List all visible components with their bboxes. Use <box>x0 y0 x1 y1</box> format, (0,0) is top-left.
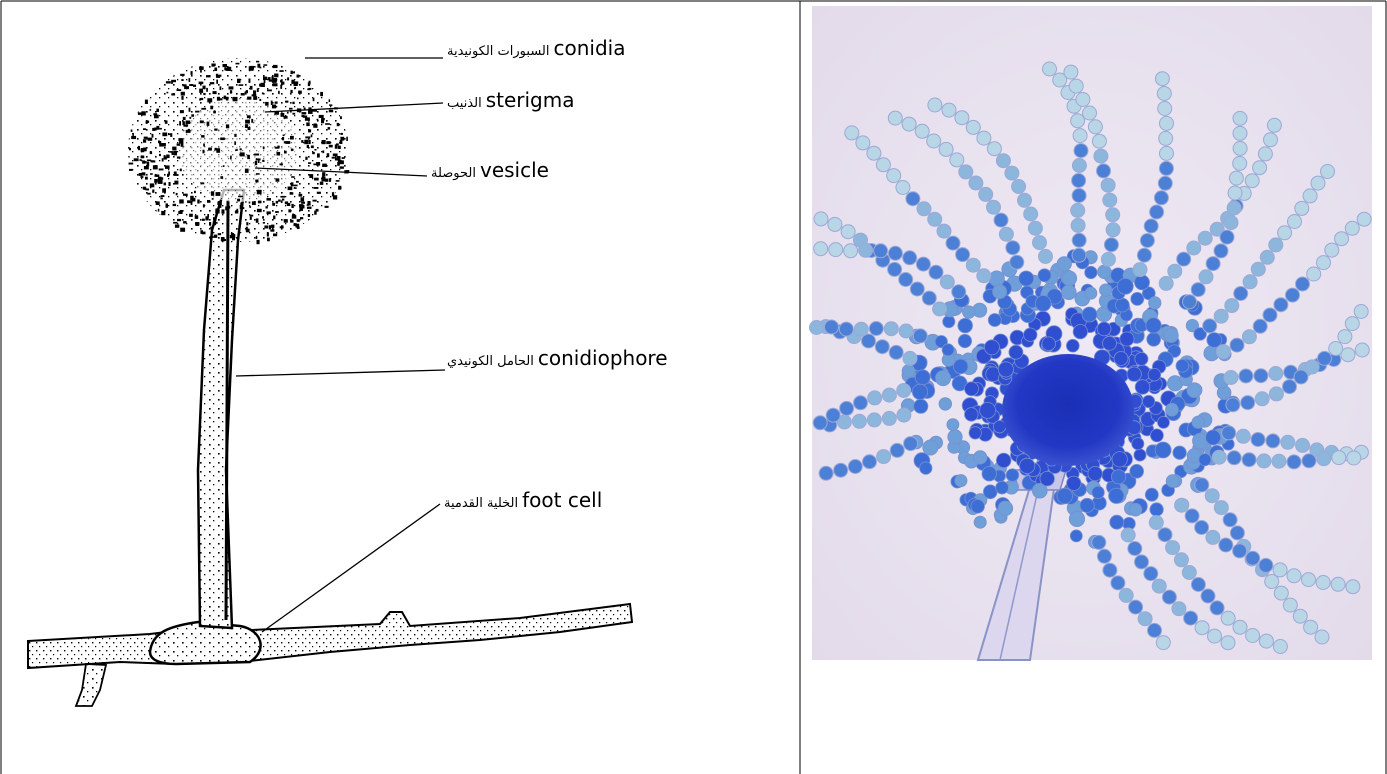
label-conidiophore-en: conidiophore <box>538 346 668 370</box>
conidiophore-drawing <box>198 190 244 628</box>
foot-cell-drawing <box>150 622 261 664</box>
label-conidiophore: الحامل الكونيدي conidiophore <box>447 348 668 368</box>
leader-foot-cell <box>262 504 440 632</box>
label-vesicle: الحوصلة vesicle <box>431 160 549 180</box>
label-foot-cell: الخلية القدمية foot cell <box>444 490 602 510</box>
micrograph-image <box>800 0 1387 774</box>
label-foot-cell-ar: الخلية القدمية <box>444 496 518 511</box>
label-conidia-ar: السبورات الكونيدية <box>447 44 550 59</box>
label-sterigma: الذنيب sterigma <box>447 90 574 110</box>
label-conidia: السبورات الكونيدية conidia <box>447 38 625 58</box>
label-sterigma-en: sterigma <box>486 88 575 112</box>
label-sterigma-ar: الذنيب <box>447 96 482 111</box>
label-conidia-en: conidia <box>554 36 626 60</box>
label-vesicle-ar: الحوصلة <box>431 166 476 181</box>
label-conidiophore-ar: الحامل الكونيدي <box>447 354 534 369</box>
diagram-cell: السبورات الكونيدية conidia الذنيب sterigma… <box>0 0 800 774</box>
label-foot-cell-en: foot cell <box>522 488 602 512</box>
aspergillus-drawing <box>0 0 800 774</box>
leader-conidiophore <box>236 370 445 376</box>
label-vesicle-en: vesicle <box>480 158 549 182</box>
hypha <box>28 604 632 706</box>
photo-cell <box>800 0 1387 774</box>
conidial-head-drawing <box>128 58 349 244</box>
